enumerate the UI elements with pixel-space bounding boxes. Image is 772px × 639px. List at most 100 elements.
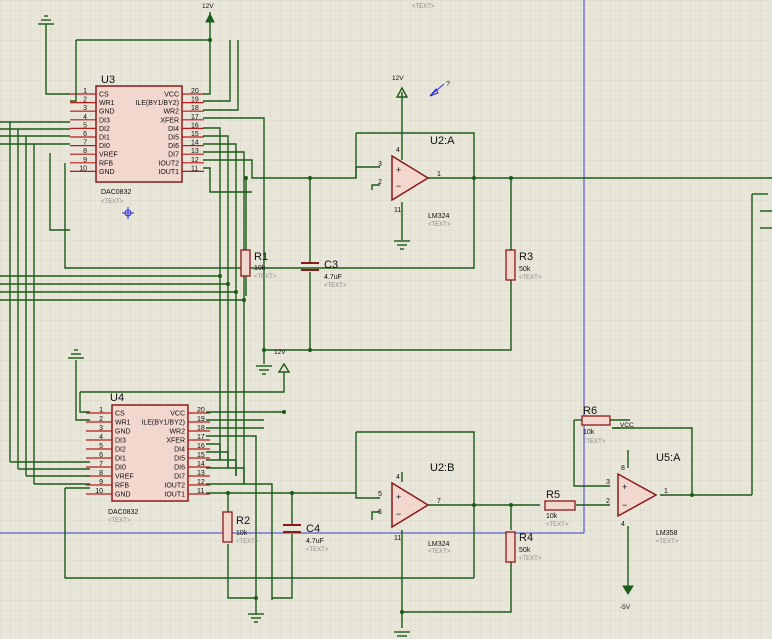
u3-pin-num-12: 12 [191,157,199,164]
u4-pin-label-9: RFB [115,483,129,490]
u3-ref: U3 [101,74,115,86]
u4-pin-label-3: GND [115,429,131,436]
u4-pin-label-2: WR1 [115,420,131,427]
ground-top-left [38,15,54,25]
svg-text:5: 5 [378,491,382,498]
u3-pin-num-14: 14 [191,140,199,147]
r3-resistor[interactable]: R3 50k <TEXT> [505,249,542,281]
u4-part: DAC0832 [108,509,138,516]
svg-text:<TEXT>: <TEXT> [583,439,606,445]
u4-pin-label-1: CS [115,411,125,418]
u4-text: <TEXT> [108,518,131,524]
u3-pin-label-3: GND [99,109,115,116]
wires [0,12,772,628]
u4-pin-label-7: DI0 [115,465,126,472]
u4-pin-num-13: 13 [197,470,205,477]
u2b-opamp[interactable]: + − 5 6 7 4 11 U2:B LM324 <TEXT> [378,462,454,555]
u3-pin-num-10: 10 [79,165,87,172]
u2b-ref: U2:B [430,462,454,474]
u4-pin-label-13: DI7 [174,474,185,481]
u4-pin-num-16: 16 [197,443,205,450]
ground-u2b [394,631,410,637]
r4-resistor[interactable]: R4 50k <TEXT> [505,531,542,563]
svg-text:50k: 50k [519,266,531,273]
r1-resistor[interactable]: R1 10k <TEXT> [240,249,277,280]
r2-resistor[interactable]: R2 10k <TEXT> [222,511,259,545]
svg-text:R4: R4 [519,532,533,544]
junctions [208,38,694,614]
r5-resistor[interactable]: R5 10k <TEXT> [544,489,576,528]
u3-pin-num-9: 9 [83,157,87,164]
svg-text:1: 1 [664,488,668,495]
u3-pin-label-17: XFER [160,117,179,124]
svg-text:11: 11 [394,535,401,542]
svg-text:10k: 10k [583,429,595,436]
c4-capacitor[interactable]: C4 4.7uF <TEXT> [283,523,329,553]
svg-text:<TEXT>: <TEXT> [306,547,329,553]
ground-u4 [68,349,84,359]
u2a-opamp[interactable]: + − 3 2 1 4 11 U2:A LM324 <TEXT> [378,135,455,228]
probe-icon[interactable]: ? [429,81,450,97]
u4-pin-label-18: WR2 [169,429,185,436]
u3-pin-num-11: 11 [191,165,198,172]
r6-resistor[interactable]: R6 10k <TEXT> [581,405,611,445]
power-12v-bus: 12V [274,349,291,373]
u3-pin-num-8: 8 [83,148,87,155]
u3-pin-label-1: CS [99,92,109,99]
svg-text:10k: 10k [254,265,266,272]
svg-text:2: 2 [606,498,610,505]
u4-pin-label-5: DI2 [115,447,126,454]
c3-capacitor[interactable]: C3 4.7uF <TEXT> [301,259,347,289]
u5a-opamp[interactable]: + − 3 2 1 8 4 U5:A LM358 <TEXT> [606,452,681,545]
u2a-ref: U2:A [430,135,455,147]
u4-pin-label-4: DI3 [115,438,126,445]
u3-pin-num-13: 13 [191,148,199,155]
svg-text:LM324: LM324 [428,213,450,220]
u4-pin-num-17: 17 [197,434,205,441]
u3-pin-num-2: 2 [83,97,87,104]
